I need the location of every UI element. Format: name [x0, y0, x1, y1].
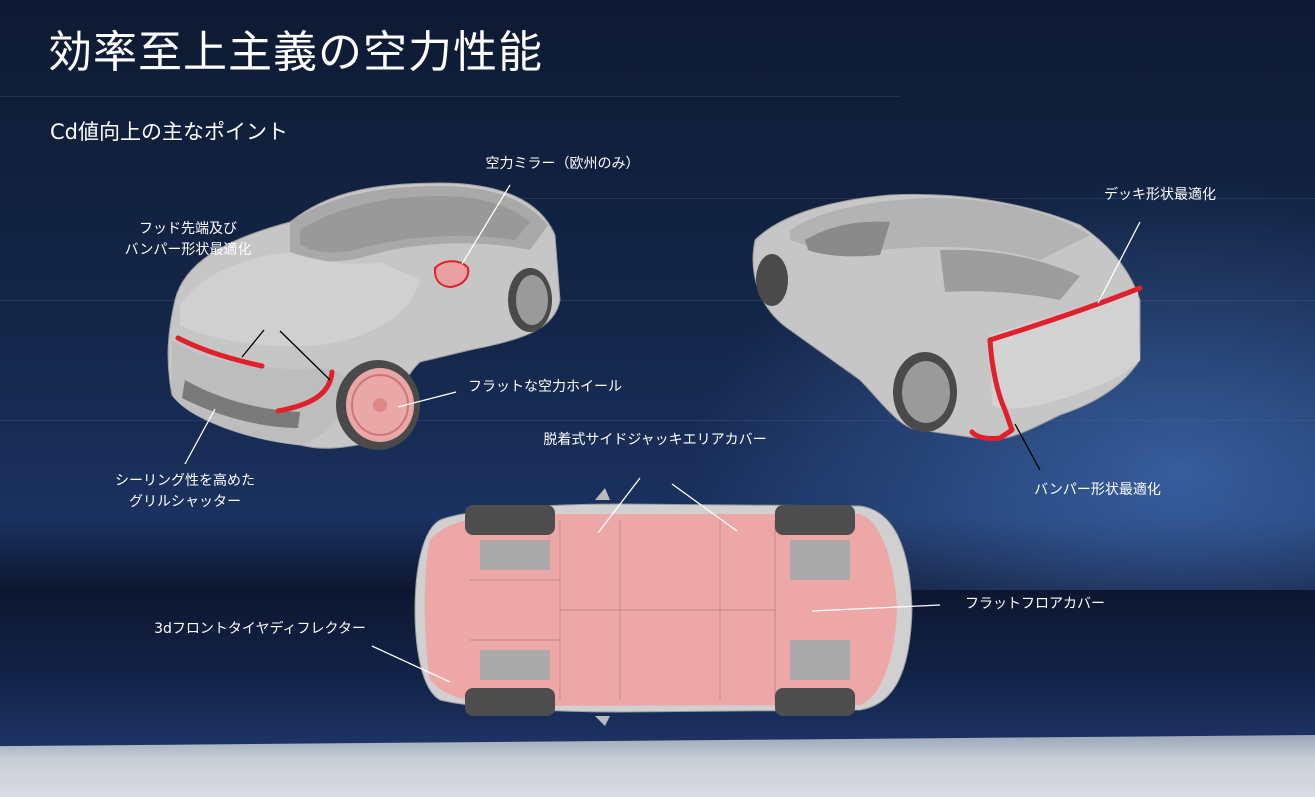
wall-seam [0, 96, 900, 97]
underbody-illustration [414, 488, 913, 726]
floor-highlight [0, 735, 1315, 797]
leader-lines [184, 184, 1141, 683]
callout-flat-floor-cover: フラットフロアカバー [965, 596, 1105, 612]
wall-seam [0, 300, 1315, 301]
slide-subtitle: Cd値向上の主なポイント [50, 120, 288, 144]
callout-aero-mirror: 空力ミラー（欧州のみ） [485, 156, 640, 172]
callout-tire-deflector: 3dフロントタイヤディフレクター [154, 621, 366, 637]
slide-title: 効率至上主義の空力性能 [48, 27, 543, 78]
callout-hood-bumper-line2: バンパー形状最適化 [124, 242, 252, 258]
callout-grille-shutter-line1: シーリング性を高めた [115, 473, 255, 489]
callout-deck-shape: デッキ形状最適化 [1104, 187, 1216, 203]
callout-flat-wheel: フラットな空力ホイール [468, 379, 622, 395]
wall-seam [0, 420, 1315, 421]
callout-rear-bumper: バンパー形状最適化 [1034, 482, 1161, 498]
front-car-illustration [167, 182, 561, 450]
wall-seam [380, 198, 1315, 199]
callout-jack-area-cover: 脱着式サイドジャッキエリアカバー [543, 432, 767, 448]
rear-car-illustration [752, 193, 1143, 441]
callout-hood-bumper: フッド先端及び バンパー形状最適化 [108, 219, 268, 261]
callout-grille-shutter: シーリング性を高めた グリルシャッター [100, 471, 270, 513]
callout-grille-shutter-line2: グリルシャッター [129, 494, 241, 510]
callout-hood-bumper-line1: フッド先端及び [139, 221, 237, 237]
